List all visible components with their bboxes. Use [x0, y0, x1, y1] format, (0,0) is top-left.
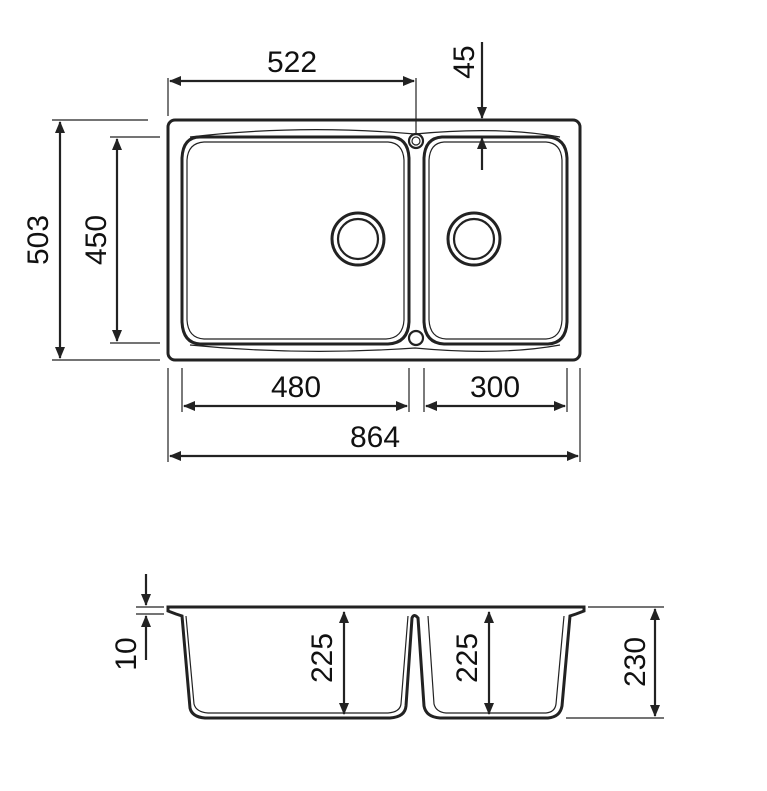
label-450: 450	[80, 215, 113, 265]
label-503: 503	[22, 215, 55, 265]
overflow-icon	[407, 329, 425, 347]
tap-hole-icon	[407, 132, 425, 150]
label-225-right: 225	[451, 633, 484, 683]
sink-outer-rim	[166, 118, 582, 362]
dimension-480: 480	[181, 368, 410, 412]
bowl-left-outline	[180, 135, 411, 346]
sink-profile-outline	[166, 605, 586, 720]
drain-left-icon	[330, 211, 386, 267]
dimension-230: 230	[566, 606, 664, 719]
sink-profile-inner-right	[427, 615, 565, 714]
dimension-522: 522	[167, 46, 417, 134]
label-480: 480	[271, 371, 321, 404]
dimension-503: 503	[22, 119, 160, 361]
label-300: 300	[470, 371, 520, 404]
label-522: 522	[267, 46, 317, 79]
bowl-right-outline	[422, 135, 569, 346]
dimension-225-left: 225	[306, 611, 349, 715]
top-view: 522 45 503 450 480	[22, 42, 582, 462]
deck-inner-line	[189, 129, 561, 138]
dimension-864: 864	[167, 368, 581, 462]
label-45: 45	[448, 45, 481, 78]
label-230: 230	[619, 637, 652, 687]
sink-profile-inner	[185, 615, 409, 714]
dimension-10: 10	[110, 574, 164, 671]
label-10: 10	[110, 637, 143, 670]
dimension-225-right: 225	[451, 611, 494, 715]
bowl-left-inner	[186, 141, 405, 340]
bowl-right-inner	[428, 141, 563, 340]
label-225-left: 225	[306, 633, 339, 683]
dimension-45: 45	[440, 42, 545, 170]
side-view: 10 225 225 230	[110, 574, 664, 720]
dimension-450: 450	[80, 136, 160, 344]
drain-right-icon	[446, 211, 502, 267]
dimension-300: 300	[423, 368, 568, 412]
deck-inner-line-bottom	[189, 344, 561, 352]
label-864: 864	[350, 421, 400, 454]
